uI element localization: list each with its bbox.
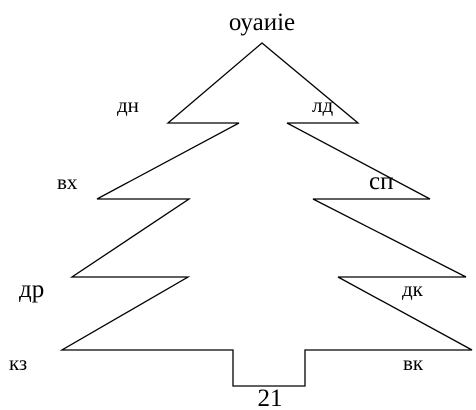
left-label-3: др [19, 276, 44, 303]
bottom-label: 21 [258, 385, 283, 410]
right-label-1: лд [312, 93, 333, 117]
top-label: оуаиіе [229, 9, 295, 36]
left-label-4: кз [9, 351, 27, 375]
tree-outline [59, 42, 473, 387]
left-label-1: дн [117, 93, 139, 117]
left-label-2: вх [57, 170, 78, 194]
right-label-3: дк [402, 277, 424, 301]
right-label-2: сп [369, 168, 393, 195]
right-label-4: вк [403, 351, 424, 375]
